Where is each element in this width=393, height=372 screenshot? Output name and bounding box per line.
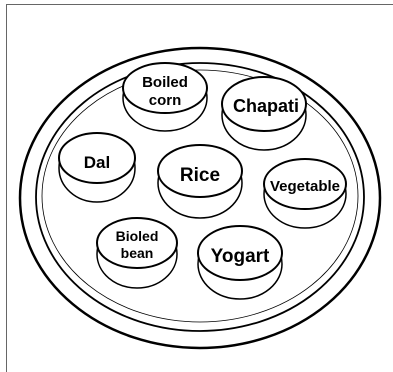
bowl-yogart: Yogart xyxy=(198,226,282,299)
bowl-label: Rice xyxy=(180,165,220,186)
bowl-vegetable: Vegetable xyxy=(264,159,346,228)
bowl-label-line-1: Bioled xyxy=(116,228,159,244)
bowl-rice: Rice xyxy=(158,145,242,218)
bowl-chapati: Chapati xyxy=(222,77,306,150)
bowl-label-line-2: bean xyxy=(121,245,154,261)
bowl-label: Dal xyxy=(84,153,110,172)
bowl-bioled-bean: Bioled bean xyxy=(97,218,177,288)
bowl-label-line-1: Boiled xyxy=(142,74,188,91)
bowl-boiled-corn: Boiled corn xyxy=(123,63,207,131)
bowl-label: Chapati xyxy=(233,96,299,116)
bowl-dal: Dal xyxy=(59,133,135,202)
bowl-label: Vegetable xyxy=(270,178,340,195)
bowl-label: Yogart xyxy=(211,246,270,267)
bowl-label-line-2: corn xyxy=(149,92,182,109)
